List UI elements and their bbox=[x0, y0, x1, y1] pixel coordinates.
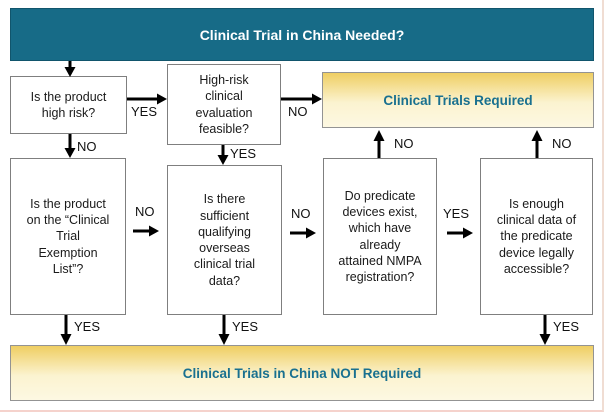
outcome-trials-not-required: Clinical Trials in China NOT Required bbox=[10, 345, 594, 401]
arrow-predicate-data-to-required bbox=[531, 130, 543, 158]
edge-label-exemption-no: NO bbox=[135, 204, 155, 219]
edge-label-overseas-no: NO bbox=[291, 206, 311, 221]
arrow-overseas-to-predicate bbox=[290, 227, 316, 239]
edge-label-high-risk-no: NO bbox=[77, 139, 97, 154]
arrow-eval-to-overseas bbox=[217, 145, 229, 165]
edge-label-eval-yes: YES bbox=[230, 146, 257, 161]
outcome-trials-required: Clinical Trials Required bbox=[322, 72, 594, 128]
edge-label-high-risk-yes: YES bbox=[131, 104, 158, 119]
arrow-predicate-data-to-not-required bbox=[539, 315, 551, 345]
edge-label-exemption-yes: YES bbox=[74, 319, 101, 334]
arrow-exemption-to-not-required bbox=[60, 315, 72, 345]
outcome-trials-required-label: Clinical Trials Required bbox=[383, 92, 533, 108]
edge-label-eval-no: NO bbox=[288, 104, 308, 119]
node-overseas-clinical-trial-data: Is there sufficient qualifying overseas … bbox=[167, 165, 282, 315]
edge-label-predicate-data-no: NO bbox=[552, 136, 572, 151]
title-banner: Clinical Trial in China Needed? bbox=[10, 8, 594, 61]
edge-label-predicate-yes: YES bbox=[443, 206, 470, 221]
arrow-predicate-to-predicate-data bbox=[447, 227, 473, 239]
node-clinical-trial-exemption-list: Is the product on the “Clinical Trial Ex… bbox=[10, 158, 126, 315]
flowchart-title: Clinical Trial in China Needed? bbox=[199, 26, 405, 43]
outcome-trials-not-required-label: Clinical Trials in China NOT Required bbox=[182, 365, 422, 381]
arrow-high-risk-to-eval bbox=[127, 93, 167, 105]
edge-label-predicate-no: NO bbox=[394, 136, 414, 151]
edge-label-overseas-yes: YES bbox=[232, 319, 259, 334]
edge-label-predicate-data-yes: YES bbox=[553, 319, 580, 334]
arrow-high-risk-to-exemption bbox=[64, 134, 76, 158]
arrow-banner-to-high-risk bbox=[64, 61, 76, 77]
node-high-risk: Is the product high risk? bbox=[10, 76, 127, 134]
node-high-risk-evaluation-feasible: High-risk clinical evaluation feasible? bbox=[167, 64, 281, 145]
arrow-overseas-to-not-required bbox=[218, 315, 230, 345]
arrow-predicate-to-required bbox=[373, 130, 385, 158]
node-predicate-clinical-data-accessible: Is enough clinical data of the predicate… bbox=[480, 158, 593, 315]
node-predicate-devices-exist: Do predicate devices exist, which have a… bbox=[323, 158, 437, 315]
arrow-eval-to-required bbox=[281, 93, 322, 105]
arrow-exemption-to-overseas bbox=[133, 225, 159, 237]
